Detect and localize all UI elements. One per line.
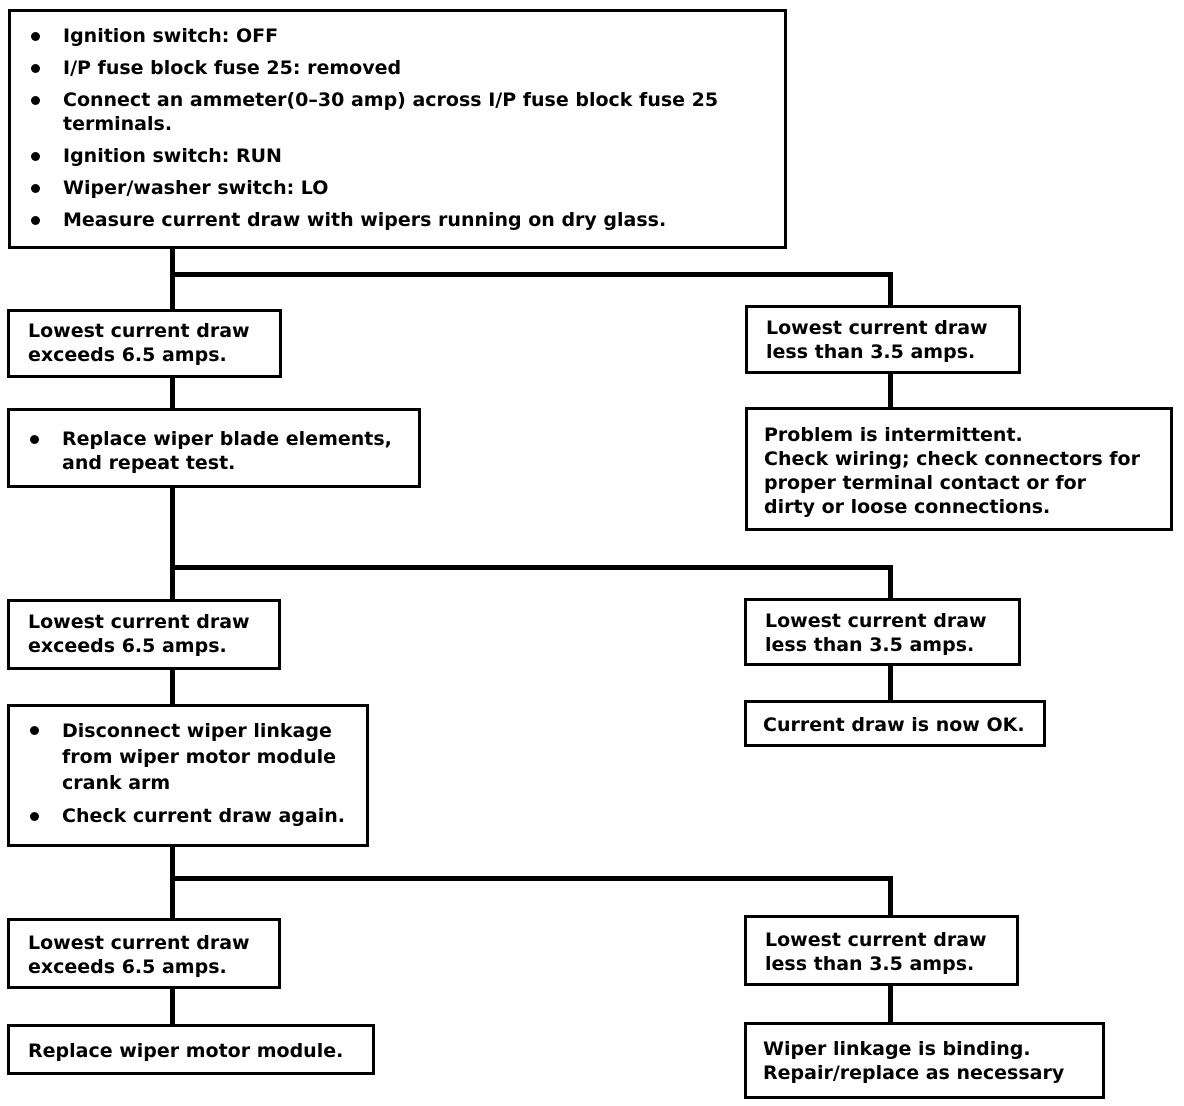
start-step-2: I/P fuse block fuse 25: removed (11, 56, 776, 80)
connector-row1-right-drop (888, 272, 893, 308)
connector-blades-down (170, 486, 175, 602)
connector-disconnect-down (170, 845, 175, 921)
disconnect-linkage-list: Disconnect wiper linkage from wiper moto… (10, 718, 366, 828)
intermittent-result-box: Problem is intermittent. Check wiring; c… (745, 407, 1173, 531)
disconnect-linkage-box: Disconnect wiper linkage from wiper moto… (7, 704, 369, 847)
connector-row3-left-down (170, 987, 175, 1027)
row2-less-than-box: Lowest current draw less than 3.5 amps. (744, 598, 1021, 666)
start-step-4: Ignition switch: RUN (11, 144, 776, 168)
disconnect-linkage-step: Disconnect wiper linkage from wiper moto… (10, 718, 366, 796)
row2-exceeds-box: Lowest current draw exceeds 6.5 amps. (7, 599, 281, 670)
connector-row1-branch (170, 272, 893, 277)
linkage-binding-result-box: Wiper linkage is binding. Repair/replace… (744, 1022, 1105, 1099)
replace-blades-list: Replace wiper blade elements, and repeat… (10, 427, 418, 475)
connector-row2-branch (170, 565, 893, 570)
start-step-6: Measure current draw with wipers running… (11, 208, 776, 232)
connector-row1-left-down (170, 376, 175, 410)
replace-motor-result-box: Replace wiper motor module. (7, 1024, 375, 1075)
connector-row2-right-down (888, 664, 893, 702)
start-step-1: Ignition switch: OFF (11, 24, 776, 48)
row3-exceeds-box: Lowest current draw exceeds 6.5 amps. (7, 918, 281, 989)
row1-exceeds-box: Lowest current draw exceeds 6.5 amps. (7, 309, 282, 378)
start-step-3: Connect an ammeter(0–30 amp) across I/P … (11, 88, 776, 136)
connector-row3-branch (170, 876, 893, 881)
connector-row2-right-drop (888, 565, 893, 601)
start-procedure-list: Ignition switch: OFF I/P fuse block fuse… (11, 24, 776, 232)
connector-start-down (170, 246, 175, 312)
check-current-step: Check current draw again. (10, 804, 366, 828)
connector-row3-right-drop (888, 876, 893, 918)
row1-less-than-box: Lowest current draw less than 3.5 amps. (745, 305, 1021, 374)
connector-row1-right-down (888, 372, 893, 409)
replace-blades-box: Replace wiper blade elements, and repeat… (7, 408, 421, 488)
connector-row2-left-down (170, 668, 175, 706)
start-procedure-box: Ignition switch: OFF I/P fuse block fuse… (8, 9, 787, 249)
start-step-5: Wiper/washer switch: LO (11, 176, 776, 200)
replace-blades-step: Replace wiper blade elements, and repeat… (10, 427, 418, 475)
current-ok-result-box: Current draw is now OK. (744, 700, 1046, 747)
connector-row3-right-down (888, 984, 893, 1026)
row3-less-than-box: Lowest current draw less than 3.5 amps. (744, 915, 1019, 986)
